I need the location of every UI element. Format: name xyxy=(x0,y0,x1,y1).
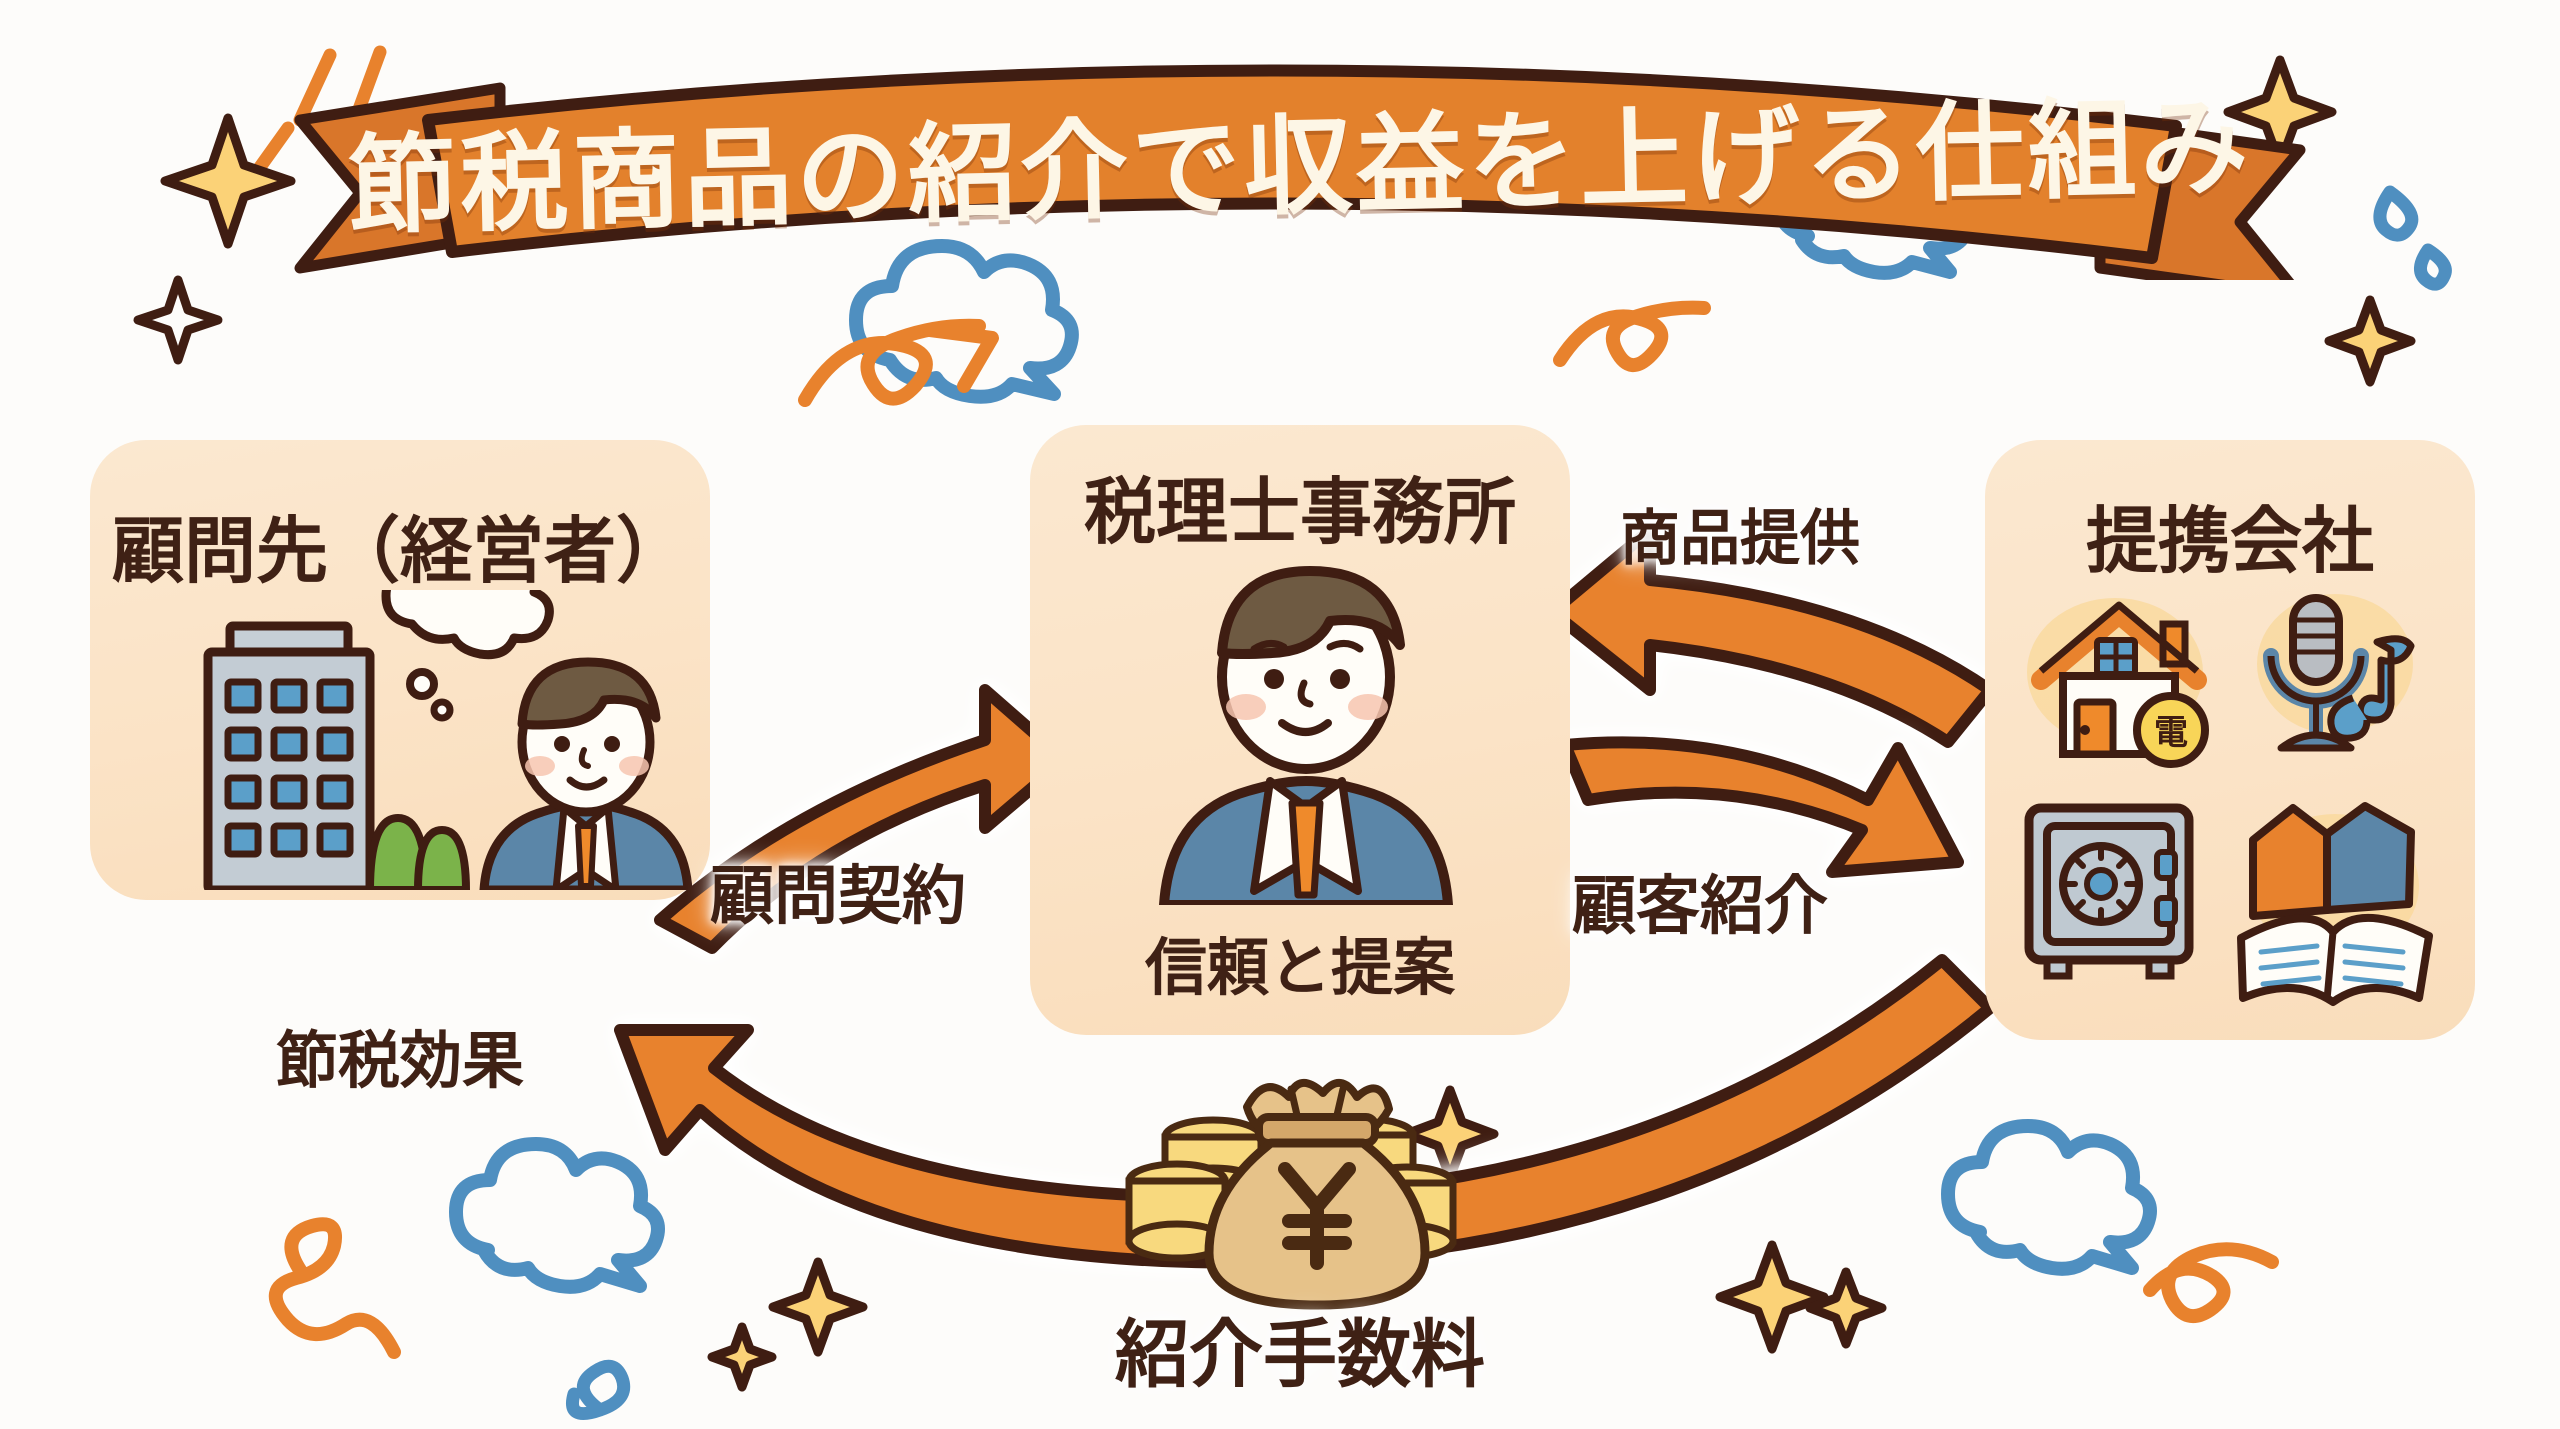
card-partner-company-title: 提携会社 xyxy=(2085,502,2374,582)
card-partner-company[interactable]: 提携会社 xyxy=(1985,440,2475,1040)
swirl-doodle-icon xyxy=(1553,300,1711,372)
card-tax-office-title: 税理士事務所 xyxy=(1083,473,1516,553)
droplet-icon-group xyxy=(2373,185,2452,291)
curved-arrow-doodle-icon xyxy=(798,318,999,407)
thought-bubble-icon xyxy=(381,590,554,722)
house-electricity-icon: 電 xyxy=(2031,601,2209,768)
card-tax-office[interactable]: 税理士事務所 信頼と提案 xyxy=(1030,425,1570,1035)
yen-symbol xyxy=(1278,1162,1356,1270)
tax-accountant-avatar xyxy=(1159,566,1453,905)
card-client-title: 顧問先（経営者） xyxy=(111,512,688,592)
office-building-icon xyxy=(203,621,375,890)
flow-label-komon-keiyaku: 顧問契約 xyxy=(710,860,966,932)
flow-label-shoukai-tesuryo: 紹介手数料 xyxy=(1115,1313,1485,1396)
partner-icons-grid: 電 xyxy=(2024,594,2433,1006)
microphone-music-icon xyxy=(2263,594,2415,752)
coin-stack-left xyxy=(1125,1116,1265,1262)
arrow-kokyaku-shoukai xyxy=(1559,736,1964,878)
squiggle-doodle-icon xyxy=(268,1217,401,1359)
tree-icon xyxy=(366,814,470,890)
speed-lines-icon xyxy=(251,45,387,177)
squiggle-right-doodle-icon xyxy=(2143,1242,2279,1324)
title-ribbon xyxy=(294,64,2306,280)
books-icon xyxy=(2237,802,2433,1006)
arrow-shoukai-tesuryo xyxy=(614,954,1996,1269)
card-tax-office-subtitle: 信頼と提案 xyxy=(1144,934,1455,1003)
music-note-icon xyxy=(2327,635,2415,742)
money-bag-icon xyxy=(1125,1079,1457,1310)
mini-swirl-doodle-icon xyxy=(566,1359,631,1420)
client-illustration xyxy=(203,590,692,890)
house-badge-label: 電 xyxy=(2154,713,2188,753)
flow-label-kokyaku-shoukai: 顧客紹介 xyxy=(1572,870,1828,942)
card-client-caption: 節税効果 xyxy=(275,1027,524,1096)
arrow-shouhin-teikyou xyxy=(1546,524,1996,748)
flow-label-shouhin-teikyou: 商品提供 xyxy=(1620,505,1860,572)
business-owner-avatar xyxy=(479,657,692,890)
sparkle-small-outline-icon xyxy=(133,275,223,365)
card-client[interactable]: 顧問先（経営者） xyxy=(90,440,710,900)
safe-vault-icon xyxy=(2024,803,2194,980)
